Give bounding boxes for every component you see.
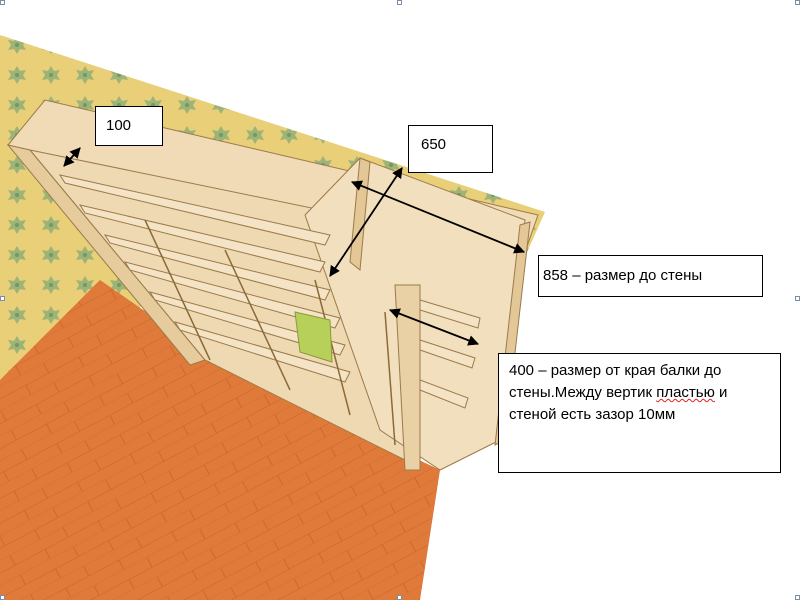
callout-depth-650: 650 — [408, 125, 493, 173]
selection-handle-top-left[interactable] — [0, 0, 5, 5]
beam-note-misspelled-word: пластью — [656, 384, 715, 401]
callout-depth-100: 100 — [95, 106, 163, 146]
selection-handle-middle-right[interactable] — [795, 296, 800, 301]
beam-note-line-2-part-3: и — [714, 384, 728, 401]
callout-depth-100-text: 100 — [106, 117, 132, 134]
beam-note-line-2-part-2: Между вертик — [554, 384, 657, 401]
green-panel — [294, 311, 333, 363]
callout-beam-note-400: 400 – размер от края балки до стены.Межд… — [498, 353, 781, 473]
callout-to-wall-858: 858 – размер до стены — [538, 255, 763, 297]
selection-handle-bottom-right[interactable] — [795, 595, 800, 600]
dimension-arrow-400 — [388, 308, 480, 346]
selection-handle-top-right[interactable] — [795, 0, 800, 5]
dimension-arrow-858 — [350, 180, 526, 254]
selection-handle-middle-left[interactable] — [0, 296, 5, 301]
beam-note-line-3: стеной есть зазор 10мм — [509, 406, 676, 423]
callout-depth-650-text: 650 — [421, 136, 447, 153]
beam-note-line-2: стены.Между вертик пластью и — [509, 382, 770, 404]
callout-to-wall-858-text: 858 – размер до стены — [543, 267, 703, 284]
selection-handle-top-middle[interactable] — [397, 0, 402, 5]
selection-handle-bottom-left[interactable] — [0, 595, 5, 600]
beam-note-line-2-part-1: стены. — [509, 384, 555, 401]
floor — [0, 280, 440, 600]
selection-handle-bottom-middle[interactable] — [397, 595, 402, 600]
beam-note-line-1: 400 – размер от края балки до — [509, 362, 722, 379]
dimension-arrow-100 — [63, 147, 81, 167]
